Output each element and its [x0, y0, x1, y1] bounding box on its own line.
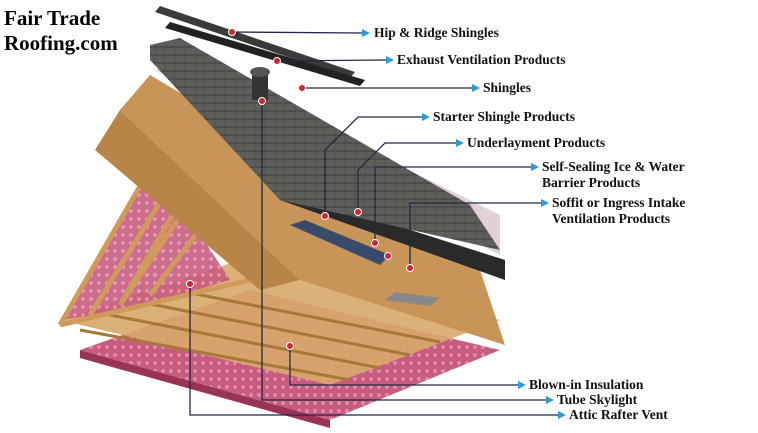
label-exhaust: Exhaust Ventilation Products: [397, 52, 566, 67]
label-soffit: Soffit or Ingress Intake Ventilation Pro…: [552, 195, 685, 227]
label-starter: Starter Shingle Products: [433, 109, 576, 124]
soffit-vent: [385, 292, 440, 306]
hip-ridge-shingle: [155, 6, 355, 78]
label-soffit-line2: Ventilation Products: [552, 211, 671, 226]
label-hip-ridge: Hip & Ridge Shingles: [374, 25, 499, 40]
logo-line-1: Fair Trade: [4, 6, 101, 30]
logo-line-2: Roofing.com: [4, 31, 118, 55]
label-ice-water-line2: Barrier Products: [542, 175, 641, 190]
label-shingles: Shingles: [483, 80, 532, 95]
label-soffit-line1: Soffit or Ingress Intake: [552, 195, 686, 210]
shingle-layer: [150, 38, 500, 250]
exhaust-ridge-vent: [165, 22, 365, 86]
label-blown-in: Blown-in Insulation: [529, 377, 644, 392]
leader-arrowheads: [362, 29, 566, 419]
label-ice-water-line1: Self-Sealing Ice & Water: [542, 159, 685, 174]
ice-water-barrier: [280, 195, 505, 280]
label-ice-water: Self-Sealing Ice & Water Barrier Product…: [542, 159, 685, 191]
logo: Fair Trade Roofing.com: [4, 6, 118, 56]
leader-lines: [189, 31, 558, 416]
label-attic-rafter-vent: Attic Rafter Vent: [569, 407, 668, 422]
label-underlayment: Underlayment Products: [467, 135, 606, 150]
marker-dots: [186, 28, 414, 350]
label-tube-skylight: Tube Skylight: [557, 392, 638, 407]
tube-skylight: [252, 72, 268, 100]
